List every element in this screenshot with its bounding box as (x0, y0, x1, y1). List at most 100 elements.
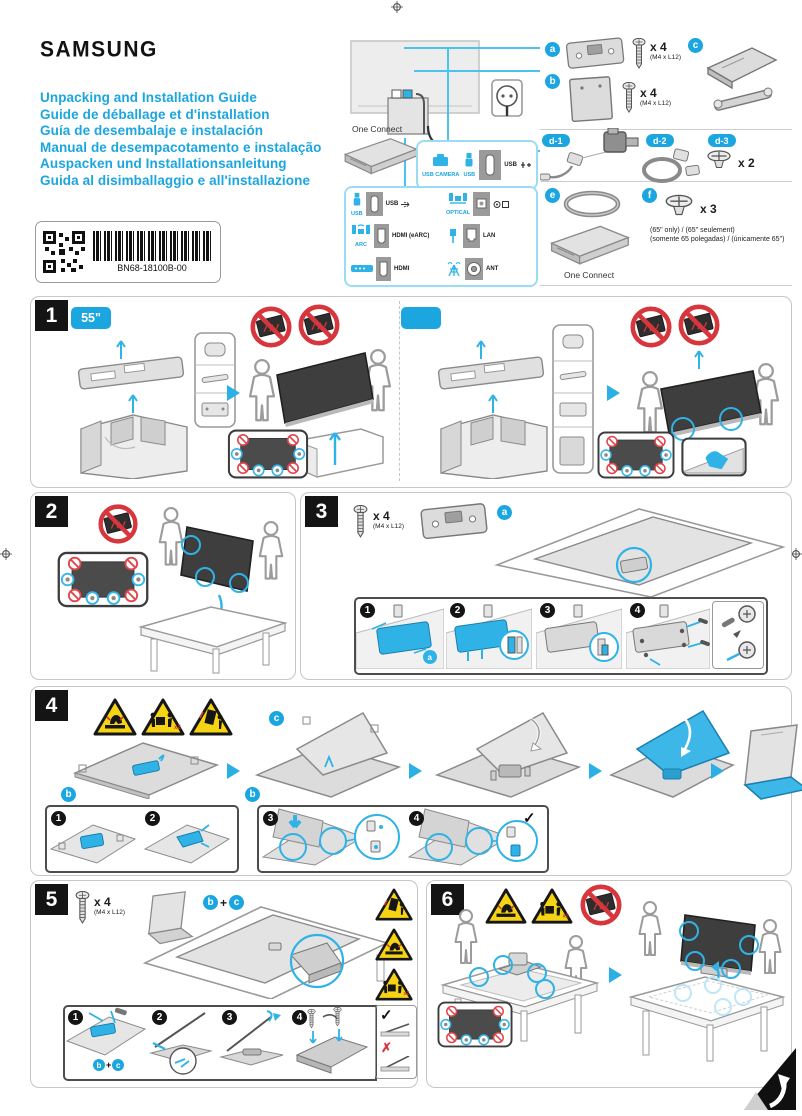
part-d3-qty: x 2 (738, 156, 755, 170)
divider (540, 285, 792, 286)
title-it: Guida al disimballaggio e all'installazi… (40, 172, 311, 188)
part-a-badge: a (545, 42, 560, 57)
barcode: BN68-18100B-00 (93, 231, 211, 273)
antenna-icon (447, 261, 461, 277)
s4-step-3-box: 3 (257, 805, 409, 873)
s5-step-4-box: 4 (289, 1005, 377, 1081)
section-5: 5 x 4 (M4 x L12) b + c 1 (30, 880, 418, 1088)
next-step-arrow (227, 763, 240, 779)
part-a-qty: x 4 (650, 40, 667, 54)
plus-sign: + (106, 1060, 112, 1070)
s5-step-2-chip: 2 (152, 1010, 167, 1025)
s5-step-3-art (219, 1010, 284, 1066)
s5-step-1-box: 1 b + c (63, 1005, 153, 1081)
usb-power-icon (520, 162, 531, 168)
part-d3-screw-icon (706, 150, 732, 172)
hdmi-port-socket (376, 256, 391, 281)
section-3-part-a-badge: a (497, 505, 512, 520)
section-3: 3 x 4 (M4 x L12) a 1 a 2 (300, 492, 792, 680)
section-3-number: 3 (305, 496, 338, 527)
stage-part-c-badge: c (269, 711, 284, 726)
warning-pinch-icon (93, 697, 137, 737)
tv-facedown-stand-scene (142, 906, 390, 999)
step-2-box: 2 (445, 597, 538, 675)
part-a-spec: (M4 x L12) (650, 54, 682, 61)
qr-code (42, 230, 86, 274)
part-b-qty: x 4 (640, 86, 657, 100)
usb-trident-icon (401, 201, 410, 208)
stage-part-b-badge: b (61, 787, 76, 802)
part-b-badge: b (203, 895, 218, 910)
barcode-bars (93, 231, 211, 261)
barcode-text: BN68-18100B-00 (117, 263, 187, 273)
hand-grip-inset (681, 437, 747, 477)
next-step-arrow (227, 385, 240, 401)
next-step-arrow (609, 967, 622, 983)
s4-step-4-art (407, 808, 538, 866)
usb-stick-item: USB (463, 152, 475, 178)
s5-cross-art (380, 1056, 410, 1072)
packaging-lift-illustration (437, 340, 548, 479)
part-d3-badge: d-3 (708, 134, 736, 147)
parts-list: a x 4 (M4 x L12) b x 4 (M4 x L12) c d-1 (540, 30, 792, 288)
plug-icon (450, 229, 456, 244)
s5-check-inset: ✓ ✗ (375, 1005, 417, 1079)
part-b-spec: (M4 x L12) (640, 100, 672, 107)
lan-port-socket (463, 224, 480, 249)
s5-step-1-art (65, 1007, 147, 1056)
warning-tipover-icon (189, 697, 233, 737)
part-e-strap (563, 190, 621, 218)
part-b-qty-wrap: x 4 (M4 x L12) (640, 86, 671, 107)
tv-facedown-table (494, 508, 786, 597)
one-connect-label: One Connect (352, 124, 403, 134)
tv-lift-scene (636, 350, 780, 441)
title-en: Unpacking and Installation Guide (40, 90, 257, 105)
part-d1-adapter (603, 128, 639, 153)
part-d2-holder (642, 148, 700, 183)
section-3-qty-wrap: x 4 (M4 x L12) (373, 509, 404, 530)
plus-sign: + (220, 895, 228, 910)
s5-step-2-box: 2 (149, 1005, 221, 1081)
hdmi-port-socket (374, 224, 389, 249)
usb-cap: USB (351, 210, 363, 217)
usb-camera-panel: USB CAMERA USB USB (416, 140, 538, 190)
part-e-label: One Connect (564, 270, 615, 280)
section-5-qty-wrap: x 4 (M4 x L12) (94, 895, 125, 916)
part-a-screw-icon (632, 38, 646, 70)
svg-text:a: a (428, 653, 433, 662)
usb-port-icon (479, 150, 502, 180)
usb-camera-caption: USB CAMERA (422, 171, 460, 178)
port-optical: OPTICAL (441, 192, 536, 217)
section-6-number: 6 (431, 884, 464, 915)
step-4-art (625, 604, 711, 670)
section-2: 2 (30, 492, 296, 680)
usb-icon-wrap: USB (351, 192, 363, 217)
lift-from-table-scene (440, 909, 600, 1042)
section-3-screw-icon (353, 505, 368, 539)
step-1-box: 1 a (354, 597, 450, 675)
warning-pinch-icon (375, 927, 413, 962)
part-f-screw-icon (664, 194, 694, 220)
s4-step-1-box: 1 (45, 805, 145, 873)
stage-part-b-badge: b (245, 787, 260, 802)
leader-line (414, 70, 540, 72)
one-connect-pocket (387, 89, 429, 135)
part-b-badge: b (545, 74, 560, 89)
screw-detail-art (721, 605, 756, 662)
warning-two-person-icon (375, 967, 413, 1002)
part-f-note-1: (65" only) / (65" seulement) (650, 227, 735, 234)
leader-line (404, 47, 540, 49)
s4-step-1-chip: 1 (51, 811, 66, 826)
section-3-qty: x 4 (373, 509, 390, 523)
digital-audio-out-icon (493, 200, 510, 208)
port-usb: USB USB (346, 192, 441, 217)
part-d1-badge: d-1 (542, 134, 570, 147)
part-f-qty: x 3 (700, 202, 717, 216)
usb-port-item: USB (479, 150, 532, 180)
ant-label: ANT (486, 265, 499, 272)
usb-port-label: USB (504, 161, 517, 168)
s5-step-4-art (295, 1007, 369, 1074)
part-f-note-2: (somente 65 polegadas) / (únicamente 65"… (650, 236, 785, 243)
speakers-optical-icon (449, 193, 468, 204)
usb-stick-icon (353, 192, 361, 206)
